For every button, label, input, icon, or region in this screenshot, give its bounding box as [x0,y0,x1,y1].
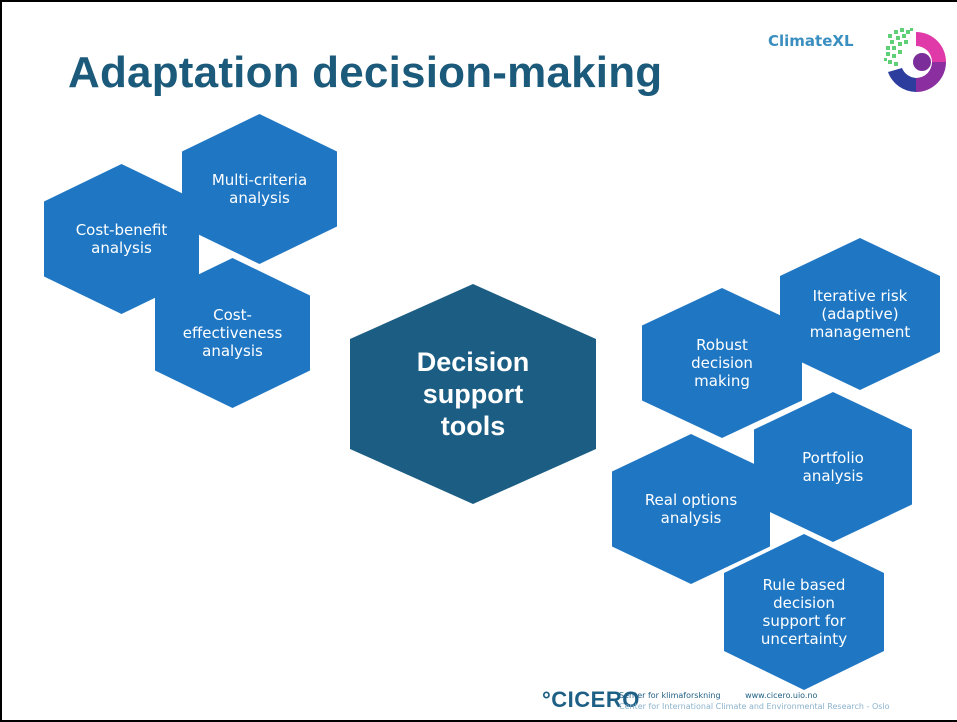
brand-label: ClimateXL [768,32,854,50]
footer: °CICERO Senter for klimaforskning www.ci… [542,687,957,717]
footer-line-2: Center for International Climate and Env… [619,702,890,711]
hex-center-label: Decision support tools [416,347,530,441]
hex-decision-support-tools: Decision support tools [350,284,596,504]
hex-multi-criteria: Multi-criteria analysis [182,114,337,264]
hex-label: Multi-criteria analysis [211,171,308,207]
hex-label: Iterative risk (adaptive) management [809,287,911,341]
hex-iterative-risk-management: Iterative risk (adaptive) management [780,238,940,390]
hex-portfolio-analysis: Portfolio analysis [754,392,912,542]
climatexl-logo [884,28,946,92]
footer-url: www.cicero.uio.no [745,691,818,700]
slide-title: Adaptation decision-making [68,48,663,97]
hex-real-options-analysis: Real options analysis [612,434,770,584]
cicero-logo: °CICERO [542,687,640,712]
hex-rule-based-decision-support: Rule based decision support for uncertai… [724,534,884,690]
hex-robust-decision-making: Robust decision making [642,288,802,438]
hex-label: Cost- effectiveness analysis [182,306,283,360]
hex-label: Cost-benefit analysis [75,221,168,257]
hex-label: Rule based decision support for uncertai… [760,576,848,648]
footer-line-1: Senter for klimaforskning www.cicero.uio… [619,691,817,700]
footer-norwegian-name: Senter for klimaforskning [619,691,721,700]
hex-label: Real options analysis [644,491,738,527]
hex-label: Portfolio analysis [802,449,864,485]
hex-label: Robust decision making [691,336,753,390]
